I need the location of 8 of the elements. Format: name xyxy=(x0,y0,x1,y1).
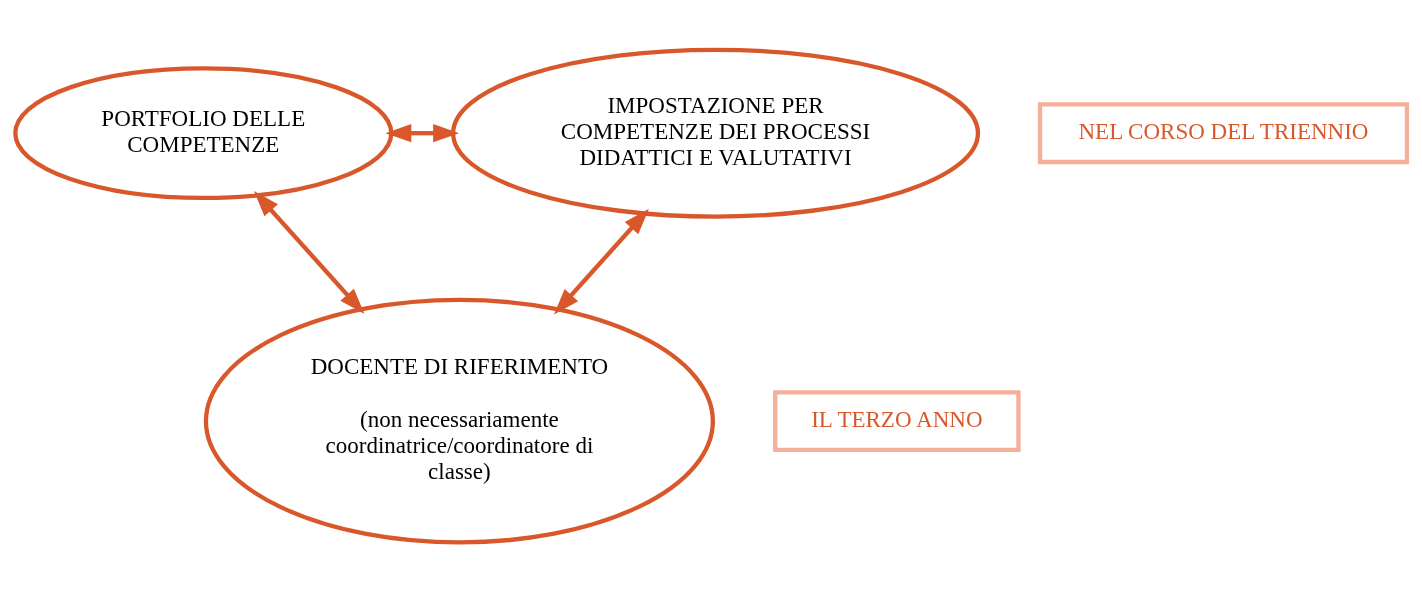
node-box: NEL CORSO DEL TRIENNIO xyxy=(1037,101,1410,164)
node-ellipse: PORTFOLIO DELLE COMPETENZE xyxy=(13,65,394,200)
arrow xyxy=(385,123,460,142)
node-ellipse: DOCENTE DI RIFERIMENTO (non necessariamente coordinatrice/coordinatore di classe) xyxy=(203,297,715,545)
node-ellipse: IMPOSTAZIONE PER COMPETENZE DEI PROCESSI DIDATTICI E VALUTATIVI xyxy=(450,47,981,219)
arrow xyxy=(554,208,649,314)
node-box: IL TERZO ANNO xyxy=(773,389,1021,452)
arrow xyxy=(253,190,365,314)
